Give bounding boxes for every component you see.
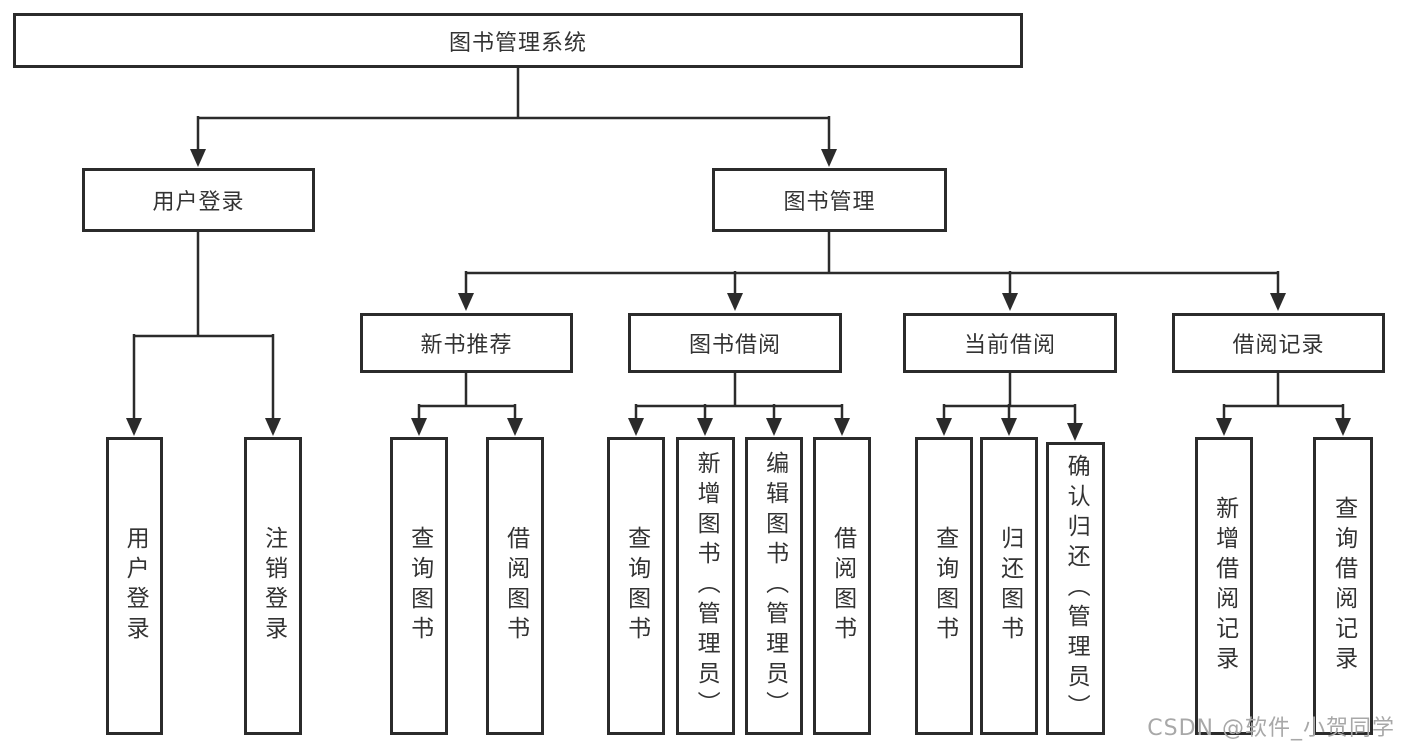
- node-new-book-recommend: 新书推荐: [360, 313, 573, 373]
- node-label: 图书管理系统: [448, 30, 587, 56]
- node-label: 注销登录: [260, 526, 287, 646]
- node-borrow-records: 借阅记录: [1172, 313, 1385, 373]
- node-user-login: 用户登录: [82, 168, 315, 232]
- node-leaf-return-books: 归还图书: [980, 437, 1038, 735]
- node-label: 查询图书: [406, 526, 433, 646]
- node-leaf-confirm-return-admin: 确认归还（管理员）: [1046, 442, 1105, 735]
- node-leaf-edit-books-admin: 编辑图书（管理员）: [745, 437, 803, 735]
- node-book-management: 图书管理: [712, 168, 947, 232]
- node-label: 图书借阅: [688, 333, 781, 358]
- node-label: 新增借阅记录: [1211, 496, 1238, 676]
- node-leaf-logout: 注销登录: [244, 437, 302, 735]
- node-leaf-query-books-1: 查询图书: [390, 437, 448, 735]
- node-label: 编辑图书（管理员）: [761, 451, 788, 721]
- node-leaf-add-books-admin: 新增图书（管理员）: [676, 437, 735, 735]
- node-label: 确认归还（管理员）: [1063, 453, 1090, 724]
- node-book-borrowing: 图书借阅: [628, 313, 842, 373]
- node-label: 新增图书（管理员）: [693, 451, 720, 721]
- node-leaf-query-books-2: 查询图书: [607, 437, 665, 735]
- node-label: 新书推荐: [420, 333, 513, 358]
- node-label: 借阅记录: [1232, 333, 1325, 358]
- node-label: 当前借阅: [963, 333, 1056, 358]
- node-label: 图书管理: [783, 190, 876, 215]
- node-current-borrowing: 当前借阅: [903, 313, 1117, 373]
- arrowheads: [126, 149, 1351, 441]
- node-leaf-add-borrow-record: 新增借阅记录: [1195, 437, 1253, 735]
- node-leaf-borrow-books-1: 借阅图书: [486, 437, 544, 735]
- node-leaf-borrow-books-2: 借阅图书: [813, 437, 871, 735]
- connector-lines: [132, 68, 1345, 425]
- node-label: 查询借阅记录: [1330, 496, 1357, 676]
- node-label: 用户登录: [152, 190, 245, 215]
- node-leaf-query-borrow-record: 查询借阅记录: [1313, 437, 1373, 735]
- node-label: 用户登录: [122, 526, 149, 646]
- node-label: 归还图书: [996, 526, 1023, 646]
- node-label: 查询图书: [931, 526, 958, 646]
- csdn-watermark: CSDN @软件_小贺同学: [1147, 716, 1395, 741]
- node-leaf-query-books-3: 查询图书: [915, 437, 973, 735]
- node-leaf-user-login: 用户登录: [106, 437, 163, 735]
- node-library-management-system: 图书管理系统: [13, 13, 1023, 68]
- node-label: 查询图书: [623, 526, 650, 646]
- node-label: 借阅图书: [829, 526, 856, 646]
- node-label: 借阅图书: [502, 526, 529, 646]
